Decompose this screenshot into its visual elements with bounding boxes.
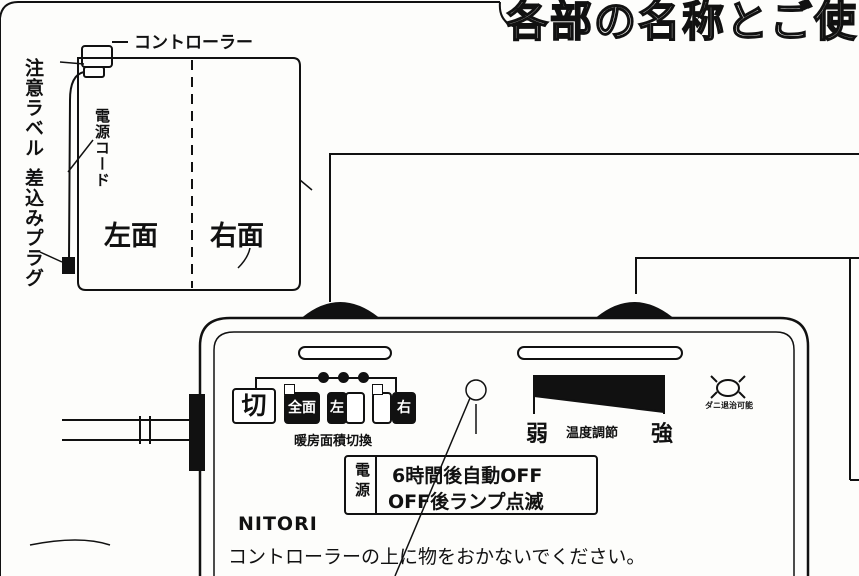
caution-text: コントローラーの上に物をおかないでください。 bbox=[228, 546, 646, 568]
temp-weak-label: 弱 bbox=[526, 422, 549, 447]
area-lamp-bar bbox=[298, 346, 392, 360]
area-switch-label: 暖房面積切換 bbox=[294, 434, 373, 449]
off-button[interactable]: 切 bbox=[232, 388, 276, 424]
area-dot-2 bbox=[338, 372, 349, 383]
full-indicator bbox=[284, 384, 295, 395]
area-dot-1 bbox=[318, 372, 329, 383]
temp-lamp-bar bbox=[517, 346, 683, 360]
right-button[interactable]: 右 bbox=[392, 392, 416, 424]
right-face-label: 右面 bbox=[210, 221, 264, 252]
brand-logo: NITORI bbox=[238, 513, 318, 535]
temp-label: 温度調節 bbox=[566, 426, 619, 441]
plug-label: 差込みプラグ bbox=[22, 168, 44, 288]
left-face-label: 左面 bbox=[104, 221, 158, 252]
controller-label: コントローラー bbox=[134, 33, 253, 53]
caution-label-text: 注意ラベル bbox=[22, 58, 44, 158]
right-indicator bbox=[372, 384, 383, 395]
temp-strong-label: 強 bbox=[651, 422, 674, 447]
left-button[interactable]: 左 bbox=[327, 392, 347, 424]
left-blank-tile bbox=[345, 392, 365, 424]
full-button[interactable]: 全面 bbox=[284, 392, 320, 424]
power-note-2: OFF後ランプ点滅 bbox=[388, 491, 544, 513]
power-note-1: 6時間後自動OFF bbox=[392, 465, 543, 487]
power-label: 電源 bbox=[353, 462, 371, 502]
page-title: 各部の名称とご使 bbox=[505, 0, 859, 47]
right-blank-tile bbox=[372, 392, 392, 424]
power-cord-label: 電源コード bbox=[93, 108, 111, 188]
area-dot-3 bbox=[358, 372, 369, 383]
mite-label: ダニ退治可能 bbox=[705, 401, 753, 410]
